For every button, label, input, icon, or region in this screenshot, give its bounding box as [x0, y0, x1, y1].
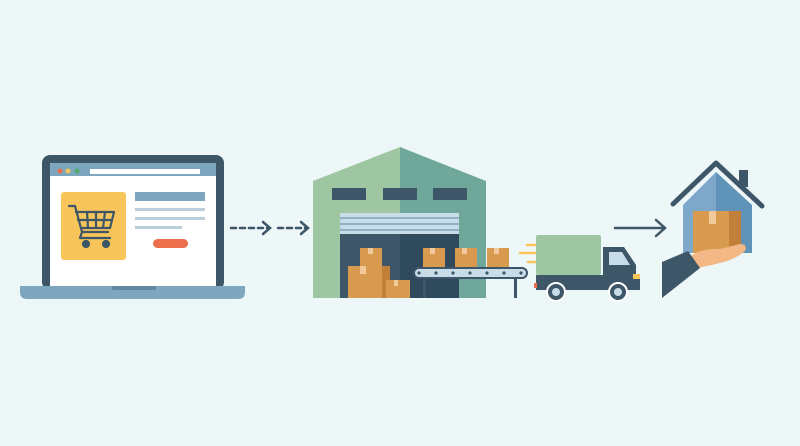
buy-button	[153, 239, 188, 248]
sleeve	[662, 251, 700, 298]
minimize-dot-icon	[65, 168, 71, 174]
truck-window	[609, 252, 630, 265]
truck-headlight	[633, 274, 640, 279]
house-roof	[670, 160, 765, 209]
chimney	[739, 170, 748, 187]
conveyor-belt	[413, 248, 528, 298]
text-line	[135, 217, 205, 220]
delivery-truck-icon	[518, 235, 640, 302]
shopping-cart-icon	[67, 204, 116, 249]
package-icon	[423, 248, 445, 268]
product-card	[61, 192, 126, 260]
warehouse-window	[383, 188, 417, 200]
laptop-notch	[112, 286, 156, 290]
address-bar	[90, 169, 200, 174]
maximize-dot-icon	[74, 168, 80, 174]
truck-cargo	[536, 235, 601, 275]
laptop-cart-icon	[20, 155, 245, 299]
house-hand-package-icon	[662, 160, 765, 298]
truck-taillight	[534, 283, 537, 288]
rolling-shutter	[340, 213, 459, 234]
warehouse-window	[332, 188, 366, 200]
hand-icon	[688, 244, 746, 268]
package-icon	[455, 248, 477, 268]
package-stack	[348, 248, 410, 298]
package-icon	[487, 248, 509, 268]
text-line	[135, 208, 205, 211]
arrow-icon	[613, 218, 667, 238]
close-dot-icon	[57, 168, 63, 174]
product-title-bar	[135, 192, 205, 201]
warehouse-window	[433, 188, 467, 200]
laptop-base	[20, 286, 245, 299]
text-line	[135, 226, 182, 229]
dashed-arrow-icon	[229, 220, 310, 236]
